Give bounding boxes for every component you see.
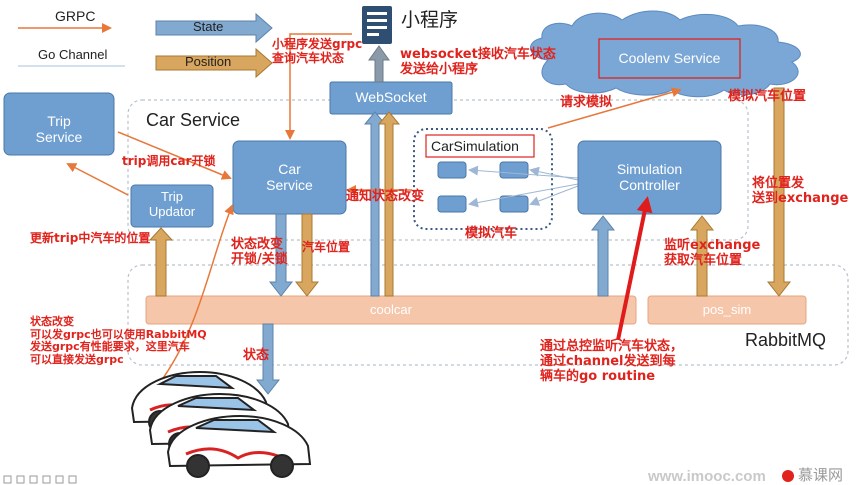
footer-brand: 慕课网 xyxy=(798,466,844,484)
sim-car-4 xyxy=(499,195,529,213)
coolenv-red-frame xyxy=(598,38,741,79)
websocket-label: WebSocket xyxy=(355,89,427,105)
rabbitmq-label: RabbitMQ xyxy=(745,330,827,350)
annotation-update-trip: 更新trip中汽车的位置 xyxy=(30,231,151,245)
annotation-mp-grpc: 小程序发送grpc 查询汽车状态 xyxy=(272,37,363,65)
grpc-connectors xyxy=(66,33,682,386)
legend-position-label: Position xyxy=(185,54,232,69)
annotation-notify-state: 通知状态改变 xyxy=(346,189,425,204)
annotation-state-change: 状态改变 开锁/关锁 xyxy=(231,237,288,267)
simulation-controller-label: Simulation Controller xyxy=(616,161,683,194)
pos-sim-bar xyxy=(647,295,807,325)
footer-watermark: www.imooc.com xyxy=(648,468,766,485)
rabbitmq-group xyxy=(127,264,849,366)
car-service-label: Car Service xyxy=(266,161,313,194)
sim-car-2 xyxy=(499,161,529,179)
document-icon xyxy=(362,6,392,44)
annotation-state: 状态 xyxy=(243,348,270,363)
annotation-car-position: 汽车位置 xyxy=(302,240,351,254)
annotation-controller-note: 通过总控监听汽车状态， 通过channel发送到每 辆车的go routine xyxy=(540,339,684,384)
coolenv-cloud xyxy=(530,10,801,98)
red-pointer-arrow xyxy=(616,196,653,341)
legend-grpc-label: GRPC xyxy=(55,8,96,24)
annotation-state-change-note: 状态改变 可以发grpc也可以使用RabbitMQ 发送grpc有性能要求，这里… xyxy=(30,315,207,366)
miniprogram-label: 小程序 xyxy=(401,9,459,31)
trip-updator-label: Trip Updator xyxy=(148,189,196,219)
trip-service-label: Trip Service xyxy=(35,113,83,146)
sim-car-3 xyxy=(437,195,467,213)
sim-car-1 xyxy=(437,161,467,179)
pos-sim-label: pos_sim xyxy=(702,302,752,317)
legend-channel-label: Go Channel xyxy=(38,47,108,62)
trip-updator-box xyxy=(130,184,214,228)
annotation-sim-car: 模拟汽车 xyxy=(465,226,518,241)
annotation-ws-push: websocket接收汽车状态 发送给小程序 xyxy=(400,47,556,77)
coolcar-label: coolcar xyxy=(370,302,412,317)
car-simulation-label: CarSimulation xyxy=(431,138,519,154)
legend-state-arrow xyxy=(155,12,273,44)
legend-position-arrow xyxy=(155,47,273,79)
coolenv-label: Coolenv Service xyxy=(618,50,721,66)
legend-state-label: State xyxy=(193,19,224,34)
annotation-trip-call: trip调用car开锁 xyxy=(122,154,216,168)
annotation-sim-position: 模拟汽车位置 xyxy=(728,89,807,104)
annotation-request-sim: 请求模拟 xyxy=(560,95,613,110)
annotation-listen-exchange: 监听exchange 获取汽车位置 xyxy=(664,238,761,268)
cars-illustration xyxy=(130,370,312,478)
trip-service-box xyxy=(3,92,115,156)
simulation-controller-box xyxy=(577,140,722,215)
annotation-send-exchange: 将位置发 送到exchange xyxy=(752,176,849,206)
state-position-arrows xyxy=(148,45,792,395)
imooc-logo-icon xyxy=(782,470,794,482)
channel-arrows xyxy=(468,165,579,208)
car-service-group-label: Car Service xyxy=(146,110,241,130)
car-simulation-title-frame xyxy=(425,134,535,158)
car-service-box xyxy=(232,140,347,215)
player-toolbar xyxy=(3,475,77,484)
